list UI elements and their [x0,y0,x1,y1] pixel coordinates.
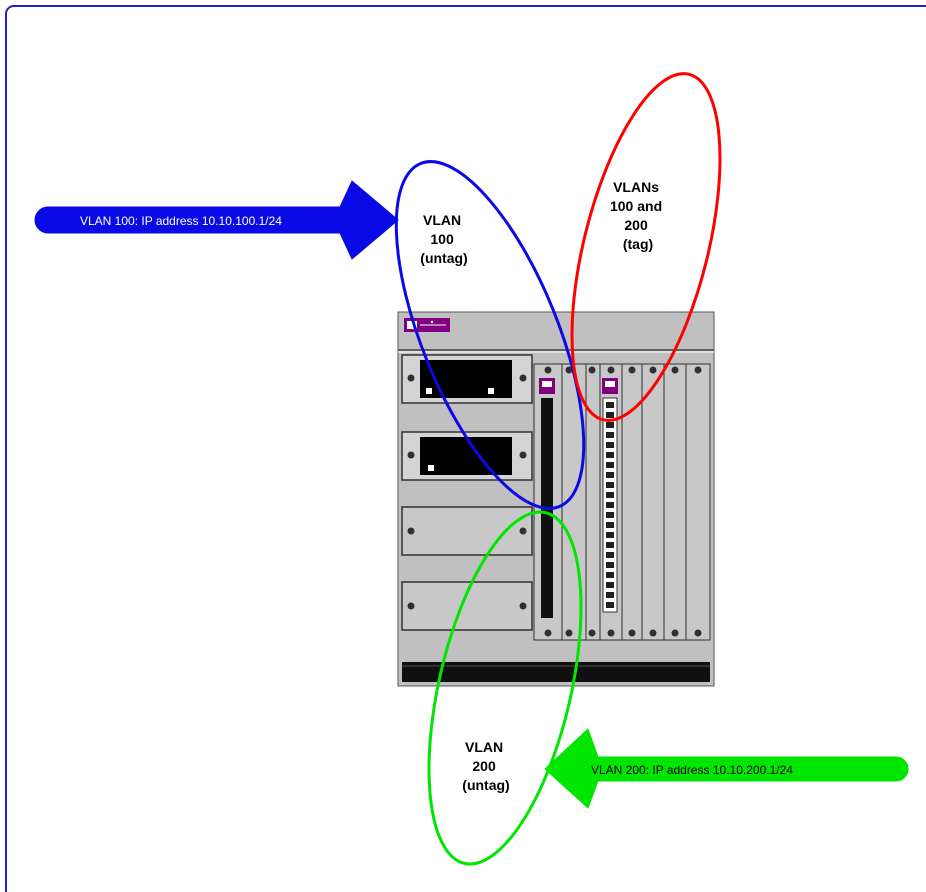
module-bay-1 [401,354,533,404]
chassis-base-bar [402,662,710,682]
card-port [606,442,614,448]
card-port [606,402,614,408]
vlan100-arrow-shape [34,180,399,260]
card-port [606,452,614,458]
card-port [606,482,614,488]
card-port [606,512,614,518]
vlan100-label-line-3: (untag) [420,250,467,266]
vlan100-untagged-ellipse [394,160,586,510]
card-port [606,432,614,438]
line-card-2 [602,378,618,613]
card-port [606,572,614,578]
vlan200-untagged-ellipse [427,510,583,866]
card-port [606,462,614,468]
card-port [606,502,614,508]
card-port [606,522,614,528]
vlan200-label-line-3: (untag) [462,777,509,793]
card-port [606,542,614,548]
tagged-label-line-2: 100 and [610,198,662,214]
card-port [606,582,614,588]
tagged-label-line-3: 200 [624,217,648,233]
slot-screws [544,366,702,637]
vlan100-untagged-label: VLAN 100 (untag) [420,212,467,266]
card-port [606,562,614,568]
vlan100-arrow-label: VLAN 100: IP address 10.10.100.1/24 [80,214,282,228]
vlan200-label-line-2: 200 [472,758,496,774]
card-slots [533,363,711,641]
vlans-tagged-ellipse [570,72,722,422]
vlan100-label-line-1: VLAN [423,212,461,228]
card-port [606,472,614,478]
card-port [606,422,614,428]
chassis-logo [404,318,450,332]
vlan200-label-line-1: VLAN [465,739,503,755]
card-port [606,412,614,418]
vlan200-untagged-label: VLAN 200 (untag) [462,739,509,793]
module-bay-3-empty [401,506,533,556]
vlan100-label-line-2: 100 [430,231,454,247]
card-port [606,602,614,608]
vlan200-arrow: VLAN 200: IP address 10.10.200.1/24 [544,728,909,809]
line-card-2-ports [606,402,614,608]
vlan100-arrow: VLAN 100: IP address 10.10.100.1/24 [34,180,399,260]
card-port [606,592,614,598]
vlan200-arrow-label: VLAN 200: IP address 10.10.200.1/24 [591,763,793,777]
vlan200-arrow-shape [544,728,909,809]
vlans-tagged-label: VLANs 100 and 200 (tag) [610,179,666,252]
switch-chassis [397,311,715,687]
card-port [606,532,614,538]
line-card-1 [539,378,555,618]
tagged-label-line-1: VLANs [613,179,659,195]
diagram-border [5,5,926,892]
tagged-label-line-4: (tag) [623,236,653,252]
card-port [606,492,614,498]
card-port [606,552,614,558]
